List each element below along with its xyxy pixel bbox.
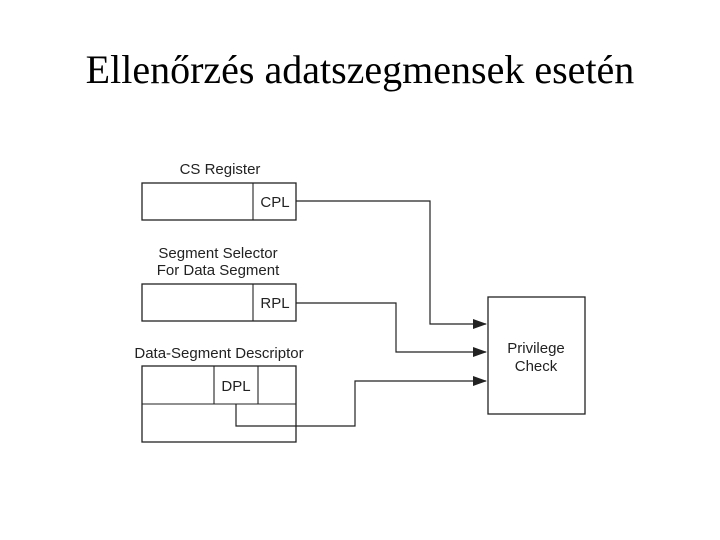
cs-register: CS Register CPL — [141, 161, 297, 221]
cpl-field: CPL — [260, 194, 289, 211]
privilege-check-line1: Privilege — [507, 340, 565, 357]
privilege-check-line2: Check — [515, 358, 558, 375]
segment-selector-box — [141, 283, 297, 322]
dpl-field: DPL — [221, 378, 250, 395]
cs-register-box — [141, 182, 297, 221]
dpl-arrow — [235, 376, 487, 427]
data-segment-descriptor: Data-Segment Descriptor DPL — [134, 345, 304, 443]
segment-selector-label-line1: Segment Selector — [158, 245, 277, 262]
segment-selector: Segment Selector For Data Segment RPL — [141, 245, 297, 322]
segment-selector-label-line2: For Data Segment — [157, 262, 280, 279]
rpl-field: RPL — [260, 295, 289, 312]
data-segment-descriptor-label: Data-Segment Descriptor — [134, 345, 303, 362]
privilege-check: Privilege Check — [487, 296, 586, 415]
cpl-arrow — [296, 200, 487, 329]
rpl-arrow — [296, 302, 487, 357]
slide-title: Ellenőrzés adatszegmensek esetén — [85, 47, 635, 92]
privilege-check-box — [487, 296, 586, 415]
cs-register-label: CS Register — [180, 161, 261, 178]
